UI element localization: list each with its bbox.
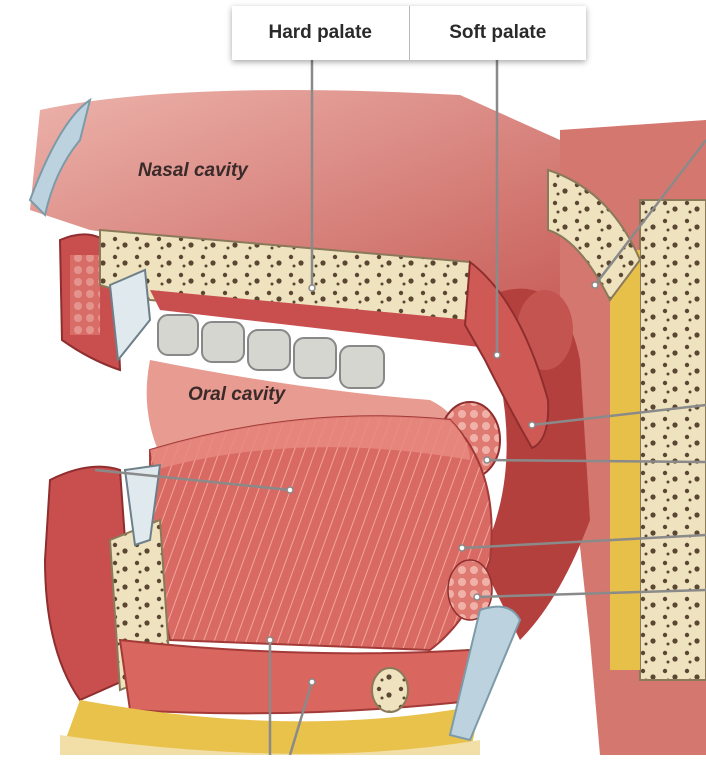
label-oral-cavity: Oral cavity xyxy=(188,384,285,406)
upper-lip-glands xyxy=(70,255,100,335)
label-soft-palate: Soft palate xyxy=(409,6,587,60)
label-nasal-cavity: Nasal cavity xyxy=(138,160,248,182)
top-callout-box: Hard palate Soft palate xyxy=(232,6,586,60)
hyoid-bone xyxy=(372,668,408,712)
label-hard-palate: Hard palate xyxy=(232,6,409,60)
vertebral-column xyxy=(640,200,706,680)
